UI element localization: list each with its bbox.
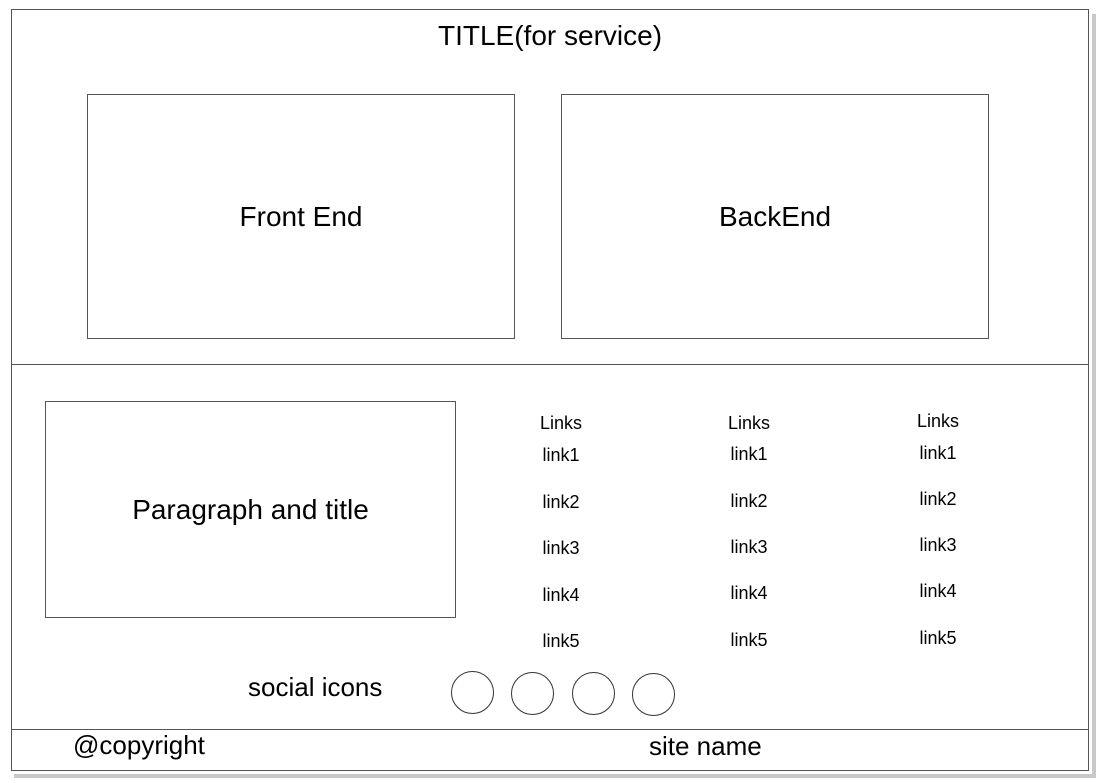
link-item[interactable]: link2 (730, 491, 768, 511)
link-item[interactable]: link4 (919, 581, 957, 601)
link-item[interactable]: link5 (730, 630, 768, 650)
social-icons-label: social icons (248, 672, 383, 702)
social-icon-4[interactable] (632, 673, 675, 716)
social-icon-3[interactable] (572, 672, 615, 715)
links-heading: Links (916, 411, 960, 431)
site-name: site name (649, 731, 762, 761)
copyright-text: @copyright (73, 730, 205, 760)
front-end-label: Front End (239, 200, 363, 232)
link-item[interactable]: link3 (919, 535, 957, 555)
link-item[interactable]: link1 (919, 443, 957, 463)
social-icon-1[interactable] (451, 671, 494, 714)
page-frame: TITLE(for service) Front End BackEnd Par… (11, 9, 1089, 771)
link-item[interactable]: link5 (542, 631, 580, 651)
link-item[interactable]: link3 (730, 537, 768, 557)
link-item[interactable]: link4 (542, 585, 580, 605)
paragraph-label: Paragraph and title (132, 493, 369, 525)
footer-divider (12, 729, 1088, 730)
frame-shadow-right (1092, 14, 1096, 778)
link-item[interactable]: link1 (730, 444, 768, 464)
social-icon-2[interactable] (511, 672, 554, 715)
link-item[interactable]: link2 (542, 492, 580, 512)
section-divider (12, 364, 1088, 365)
links-heading: Links (727, 413, 771, 433)
links-heading: Links (539, 413, 583, 433)
front-end-box[interactable]: Front End (87, 94, 515, 339)
link-item[interactable]: link5 (919, 628, 957, 648)
frame-shadow-bottom (14, 774, 1096, 778)
link-item[interactable]: link1 (542, 445, 580, 465)
backend-box[interactable]: BackEnd (561, 94, 989, 339)
paragraph-box: Paragraph and title (45, 401, 456, 618)
page-title: TITLE(for service) (437, 20, 663, 51)
link-item[interactable]: link2 (919, 489, 957, 509)
backend-label: BackEnd (718, 200, 832, 232)
link-item[interactable]: link4 (730, 583, 768, 603)
link-item[interactable]: link3 (542, 538, 580, 558)
